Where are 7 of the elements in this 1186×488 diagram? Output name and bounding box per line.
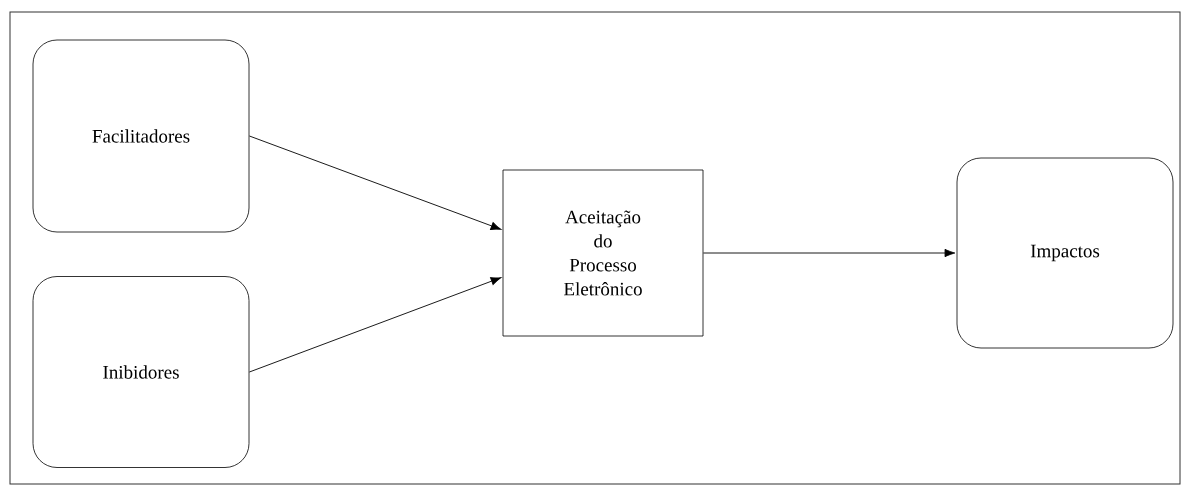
arrow (248, 277, 502, 373)
rounded-box: Inibidores (32, 276, 250, 468)
arrow (702, 248, 956, 258)
rounded-box: Impactos (956, 157, 1174, 349)
rounded-box: Facilitadores (32, 39, 250, 233)
arrow (248, 135, 502, 230)
process-box: Aceitação do Processo Eletrônico (502, 169, 704, 337)
